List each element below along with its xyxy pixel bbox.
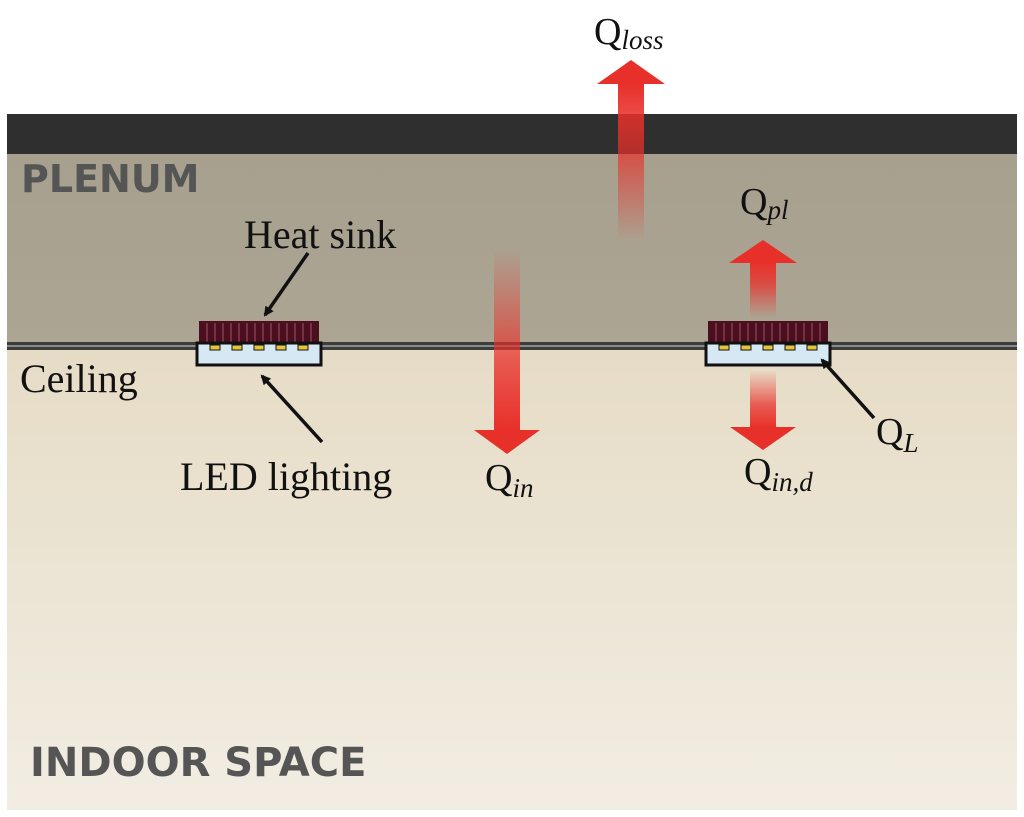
- ceiling-label: Ceiling: [20, 356, 138, 401]
- q-in-sub: in: [512, 473, 533, 503]
- left-luminaire: [195, 321, 323, 367]
- q-in-d-base: Q: [744, 451, 771, 493]
- q-pl-label: Qpl: [740, 181, 788, 225]
- led-lighting-label: LED lighting: [180, 454, 392, 499]
- q-loss-label: Qloss: [594, 11, 663, 55]
- q-l-pointer: [820, 358, 876, 420]
- led-chips-right: [718, 344, 818, 351]
- q-in-d-arrow: [730, 370, 796, 450]
- q-in-arrow: [474, 248, 540, 454]
- q-loss-arrow: [597, 60, 665, 242]
- q-pl-arrow: [729, 240, 797, 318]
- led-chips-left: [209, 344, 309, 351]
- q-loss-sub: loss: [621, 25, 663, 55]
- indoor-space-label: INDOOR SPACE: [30, 740, 366, 786]
- q-in-label: Qin: [485, 457, 533, 503]
- led-panel-right: [704, 341, 832, 367]
- heat-sink-right: [708, 321, 828, 344]
- q-l-label: QL: [876, 411, 918, 458]
- q-l-base: Q: [876, 411, 903, 453]
- heat-sink-fins-right: [715, 323, 821, 342]
- right-luminaire: [704, 321, 832, 367]
- q-in-d-label: Qin,d: [744, 451, 813, 497]
- led-lighting-pointer: [260, 374, 324, 444]
- q-loss-base: Q: [594, 11, 621, 53]
- q-pl-base: Q: [740, 181, 767, 223]
- plenum-label: PLENUM: [21, 157, 200, 201]
- q-in-d-sub: in,d: [771, 467, 813, 497]
- heat-sink-fins-left: [206, 323, 312, 342]
- q-l-sub: L: [902, 428, 918, 458]
- q-in-base: Q: [485, 457, 512, 499]
- q-pl-sub: pl: [765, 195, 788, 225]
- roof-slab: [7, 114, 1017, 154]
- heat-sink-pointer: [263, 252, 310, 317]
- led-panel-left: [195, 341, 323, 367]
- heat-sink-left: [199, 321, 319, 344]
- heat-sink-label: Heat sink: [244, 212, 396, 257]
